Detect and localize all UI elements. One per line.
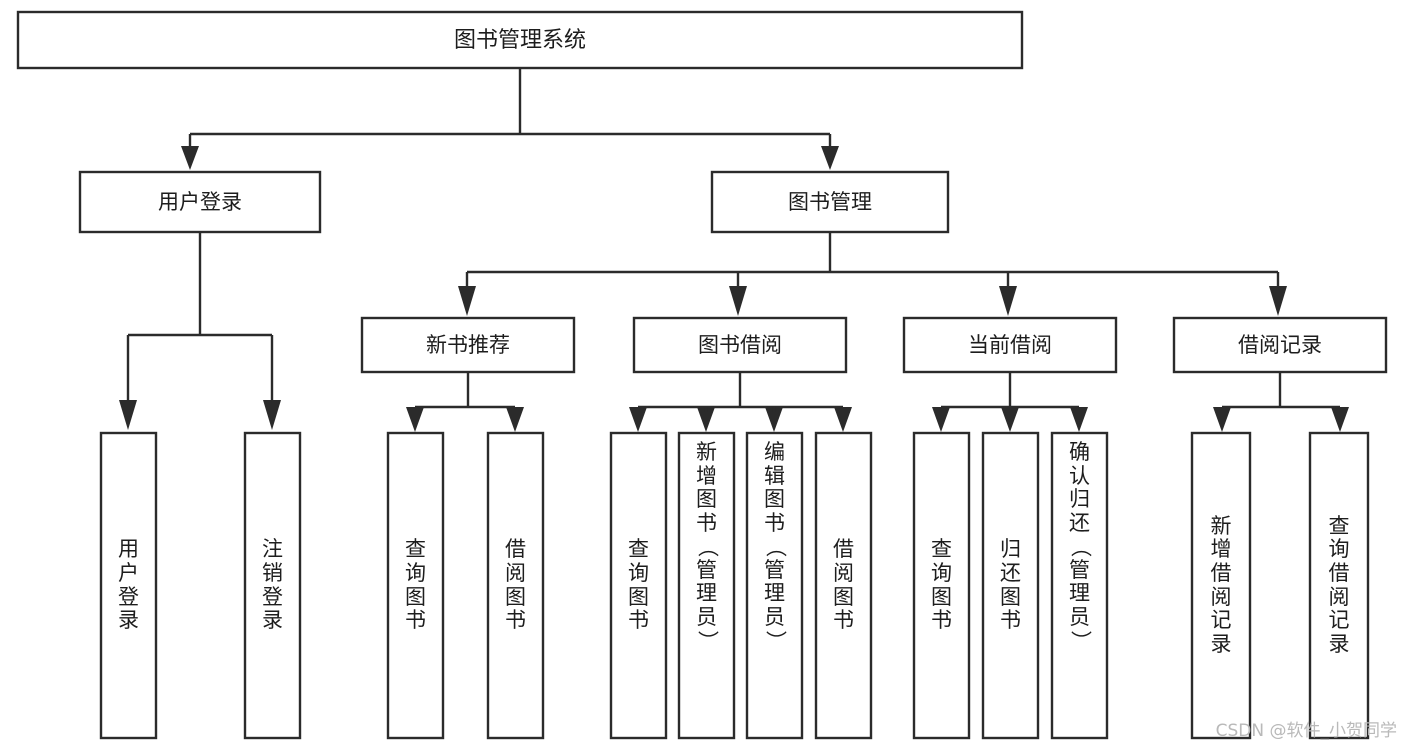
current-borrow-label: 当前借阅 bbox=[968, 333, 1052, 357]
leaf-box-user-login[interactable] bbox=[99, 431, 158, 740]
arrow-nbr-leaf-2 bbox=[506, 407, 524, 432]
borrow-record-box[interactable] bbox=[1172, 316, 1388, 374]
arrow-to-book-manage bbox=[821, 146, 839, 170]
leaf-box-nbr-query-book[interactable] bbox=[386, 431, 445, 740]
book-management-label: 图书管理 bbox=[788, 190, 872, 214]
arrow-nbr-leaf-1 bbox=[406, 407, 424, 432]
new-book-recommend-box[interactable] bbox=[360, 316, 576, 374]
root-box[interactable] bbox=[16, 10, 1024, 70]
arrow-bb-leaf-4 bbox=[834, 407, 852, 432]
arrow-br-leaf-1 bbox=[1213, 407, 1231, 432]
arrow-bb-leaf-2 bbox=[697, 407, 715, 432]
arrow-to-borrow-record bbox=[1269, 286, 1287, 316]
current-borrow-box[interactable] bbox=[902, 316, 1118, 374]
book-borrow-label: 图书借阅 bbox=[698, 333, 782, 357]
arrow-to-user-login bbox=[181, 146, 199, 170]
user-login-label: 用户登录 bbox=[158, 190, 242, 214]
arrow-cb-leaf-2 bbox=[1001, 407, 1019, 432]
connector-user-login-to-leaves bbox=[119, 232, 281, 430]
connector-borrow-record-to-leaves bbox=[1213, 372, 1349, 432]
book-management-box[interactable] bbox=[710, 170, 950, 234]
connector-new-book-recommend-to-leaves bbox=[406, 372, 524, 432]
leaf-box-logout[interactable] bbox=[243, 431, 302, 740]
leaf-box-bb-query-book[interactable] bbox=[609, 431, 668, 740]
arrow-to-leaf-user-login bbox=[119, 400, 137, 430]
borrow-record-label: 借阅记录 bbox=[1238, 333, 1322, 357]
leaf-box-cb-confirm-return[interactable] bbox=[1050, 431, 1109, 740]
connector-book-borrow-to-leaves bbox=[629, 372, 852, 432]
node-new-book-recommend[interactable]: 新书推荐 bbox=[360, 316, 576, 374]
arrow-cb-leaf-3 bbox=[1070, 407, 1088, 432]
node-root-system[interactable]: 图书管理系统 bbox=[16, 10, 1024, 70]
leaf-box-nbr-borrow-book[interactable] bbox=[486, 431, 545, 740]
connector-book-management-to-level2 bbox=[458, 232, 1287, 316]
connector-root-to-level1 bbox=[181, 68, 839, 170]
node-user-login[interactable]: 用户登录 bbox=[78, 170, 322, 234]
arrow-bb-leaf-3 bbox=[765, 407, 783, 432]
leaf-box-bb-edit-book[interactable] bbox=[745, 431, 804, 740]
book-borrow-box[interactable] bbox=[632, 316, 848, 374]
node-book-management[interactable]: 图书管理 bbox=[710, 170, 950, 234]
arrow-to-current-borrow bbox=[999, 286, 1017, 316]
node-current-borrow[interactable]: 当前借阅 bbox=[902, 316, 1118, 374]
leaf-box-cb-return-book[interactable] bbox=[981, 431, 1040, 740]
new-book-recommend-label: 新书推荐 bbox=[426, 333, 510, 357]
node-borrow-record[interactable]: 借阅记录 bbox=[1172, 316, 1388, 374]
arrow-to-new-book-recommend bbox=[458, 286, 476, 316]
arrow-to-book-borrow bbox=[729, 286, 747, 316]
root-label: 图书管理系统 bbox=[454, 28, 586, 53]
leaf-box-bb-borrow-book[interactable] bbox=[814, 431, 873, 740]
arrow-bb-leaf-1 bbox=[629, 407, 647, 432]
arrow-cb-leaf-1 bbox=[932, 407, 950, 432]
arrow-br-leaf-2 bbox=[1331, 407, 1349, 432]
node-book-borrow[interactable]: 图书借阅 bbox=[632, 316, 848, 374]
leaf-box-bb-add-book[interactable] bbox=[677, 431, 736, 740]
leaf-box-br-add-record[interactable] bbox=[1190, 431, 1252, 740]
leaf-box-br-query-record[interactable] bbox=[1308, 431, 1370, 740]
arrow-to-leaf-logout bbox=[263, 400, 281, 430]
leaf-box-cb-query-book[interactable] bbox=[912, 431, 971, 740]
connector-current-borrow-to-leaves bbox=[932, 372, 1088, 432]
